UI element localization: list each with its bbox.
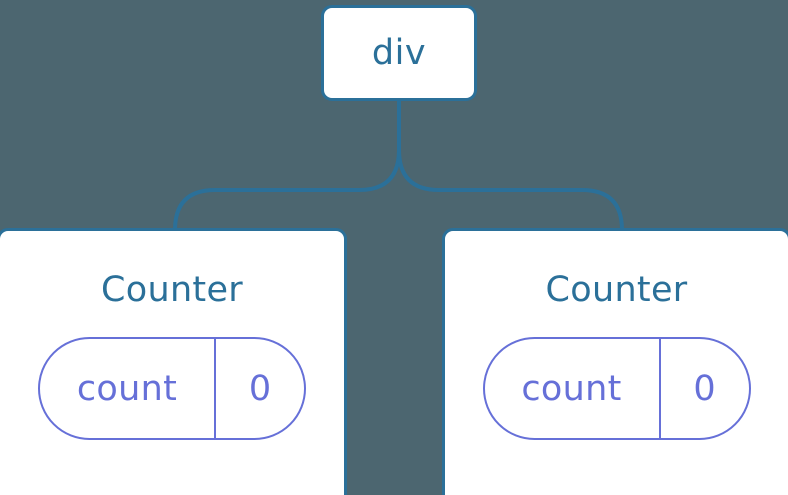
connector-branch-right: [397, 149, 624, 231]
state-value: 0: [693, 368, 716, 409]
state-key: count: [40, 339, 216, 438]
node-counter[interactable]: Counter count 0: [442, 228, 788, 495]
state-key: count: [485, 339, 661, 438]
node-div-label: div: [371, 32, 427, 73]
state-value: 0: [248, 368, 272, 409]
connector-branch-left: [173, 149, 401, 231]
node-counter-label: Counter: [101, 270, 243, 310]
node-counter-label: Counter: [545, 270, 688, 310]
state-pill[interactable]: count 0: [482, 337, 751, 440]
node-div[interactable]: div: [321, 5, 477, 101]
node-counter[interactable]: Counter count 0: [0, 228, 347, 495]
state-pill[interactable]: count 0: [38, 337, 306, 440]
